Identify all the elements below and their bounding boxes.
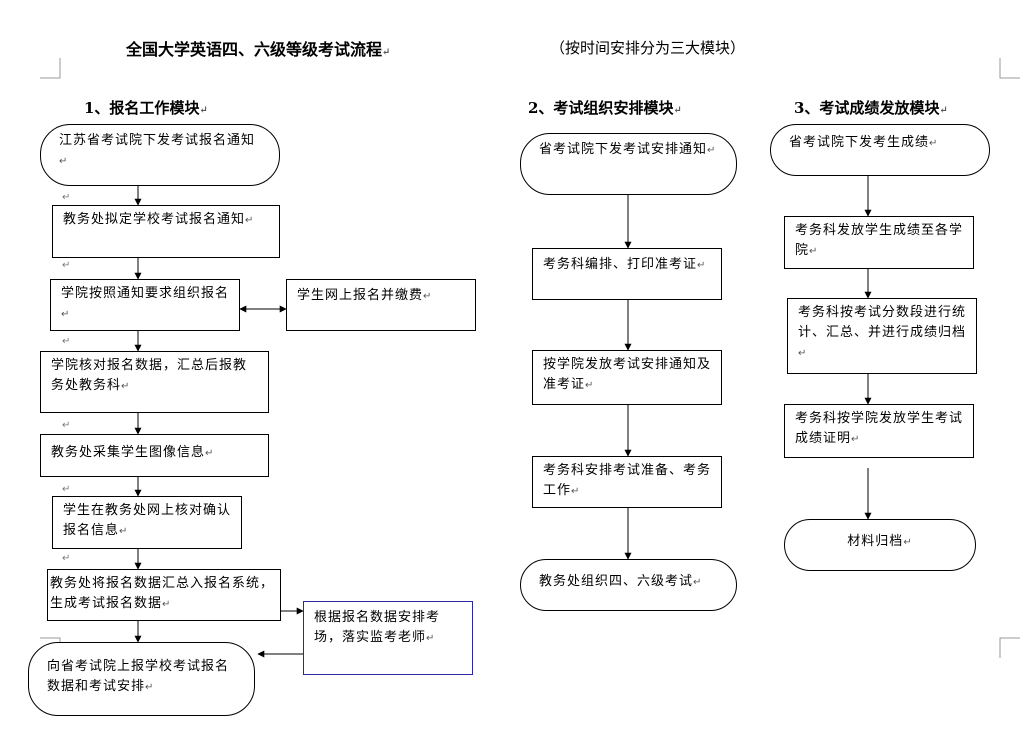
m1-step-3-text: 学院按照通知要求组织报名 — [61, 286, 230, 301]
page-title: 全国大学英语四、六级等级考试流程↵ — [126, 36, 390, 60]
paragraph-mark: ↵ — [798, 348, 808, 359]
paragraph-mark: ↵ — [939, 105, 948, 116]
stray-paragraph-mark: ↵ — [62, 484, 71, 495]
m2-step-4-text: 考务科安排考试准备、考务工作 — [543, 463, 712, 498]
crop-mark-top-left — [40, 58, 61, 79]
m3-step-2-text: 考务科发放学生成绩至各学院 — [795, 223, 964, 258]
paragraph-mark: ↵ — [59, 156, 69, 167]
m1-step-4-box: 学院核对报名数据，汇总后报教务处教务科↵ — [40, 351, 269, 413]
paragraph-mark: ↵ — [205, 448, 215, 459]
paragraph-mark: ↵ — [162, 599, 172, 610]
m1-side-step-1-text: 学生网上报名并缴费 — [297, 288, 424, 303]
m1-step-5-box: 教务处采集学生图像信息↵ — [40, 434, 269, 477]
stray-paragraph-mark: ↵ — [62, 420, 71, 431]
paragraph-mark: ↵ — [245, 215, 255, 226]
m1-step-8-text: 向省考试院上报学校考试报名数据和考试安排 — [47, 659, 230, 694]
m1-side-step-2-box: 根据报名数据安排考场，落实监考老师↵ — [303, 601, 473, 675]
m2-step-5-text: 教务处组织四、六级考试 — [539, 574, 694, 589]
paragraph-mark: ↵ — [707, 145, 717, 156]
crop-mark-top-right — [999, 58, 1020, 79]
paragraph-mark: ↵ — [426, 633, 436, 644]
paragraph-mark: ↵ — [571, 486, 581, 497]
m1-side-step-2-text: 根据报名数据安排考场，落实监考老师 — [314, 610, 441, 645]
paragraph-mark: ↵ — [585, 380, 595, 391]
m1-step-6-box: 学生在教务处网上核对确认报名信息↵ — [52, 496, 242, 549]
paragraph-mark: ↵ — [119, 526, 129, 537]
crop-mark-bottom-right — [999, 637, 1020, 658]
m1-step-3-box: 学院按照通知要求组织报名 ↵ — [50, 279, 240, 331]
module-3-heading-text: 3、考试成绩发放模块 — [794, 99, 940, 117]
m1-step-7-box: 教务处将报名数据汇总入报名系统，生成考试报名数据↵ — [47, 569, 281, 621]
m2-step-4-box: 考务科安排考试准备、考务工作↵ — [532, 456, 722, 508]
m2-step-3-text: 按学院发放考试安排通知及准考证 — [543, 357, 712, 392]
stray-paragraph-mark: ↵ — [62, 260, 71, 271]
m3-step-1-oval: 省考试院下发考生成绩↵ — [770, 124, 990, 176]
paragraph-mark: ↵ — [929, 138, 939, 149]
m3-step-5-text: 材料归档 — [847, 534, 904, 549]
page-title-text: 全国大学英语四、六级等级考试流程 — [126, 40, 383, 59]
paragraph-mark: ↵ — [145, 682, 155, 693]
paragraph-mark: ↵ — [121, 381, 131, 392]
m2-step-1-text: 省考试院下发考试安排通知 — [539, 142, 708, 157]
m2-step-2-text: 考务科编排、打印准考证 — [543, 257, 698, 272]
m3-step-3-box: 考务科按考试分数段进行统计、汇总、并进行成绩归档 ↵ — [787, 298, 977, 374]
stray-paragraph-mark: ↵ — [62, 336, 71, 347]
paragraph-mark: ↵ — [851, 434, 861, 445]
m3-step-1-text: 省考试院下发考生成绩 — [789, 135, 930, 150]
module-2-heading: 2、考试组织安排模块↵ — [528, 97, 682, 118]
module-1-heading: 1、报名工作模块↵ — [84, 97, 208, 118]
m1-side-step-1-box: 学生网上报名并缴费↵ — [286, 279, 476, 331]
m3-step-2-box: 考务科发放学生成绩至各学院↵ — [784, 216, 974, 269]
m2-step-5-oval: 教务处组织四、六级考试↵ — [520, 559, 737, 611]
m3-step-4-text: 考务科按学院发放学生考试成绩证明 — [795, 411, 964, 446]
paragraph-mark: ↵ — [382, 47, 391, 58]
m1-step-6-text: 学生在教务处网上核对确认报名信息 — [63, 503, 232, 538]
module-3-heading: 3、考试成绩发放模块↵ — [794, 97, 948, 118]
paragraph-mark: ↵ — [673, 105, 682, 116]
m3-step-4-box: 考务科按学院发放学生考试成绩证明↵ — [784, 404, 974, 458]
m1-step-2-box: 教务处拟定学校考试报名通知↵ — [52, 205, 280, 258]
stray-paragraph-mark: ↵ — [62, 192, 71, 203]
page-subtitle: （按时间安排分为三大模块） — [550, 39, 746, 57]
paragraph-mark: ↵ — [697, 260, 707, 271]
m1-step-2-text: 教务处拟定学校考试报名通知 — [63, 212, 246, 227]
paragraph-mark: ↵ — [693, 577, 703, 588]
paragraph-mark: ↵ — [809, 246, 819, 257]
paragraph-mark: ↵ — [903, 537, 913, 548]
paragraph-mark: ↵ — [199, 105, 208, 116]
m1-step-1-oval: 江苏省考试院下发考试报名通知 ↵ — [40, 124, 280, 186]
module-2-heading-text: 2、考试组织安排模块 — [528, 99, 674, 117]
module-1-heading-text: 1、报名工作模块 — [84, 99, 200, 117]
m1-step-1-text: 江苏省考试院下发考试报名通知 — [59, 133, 256, 148]
m3-step-5-oval: 材料归档↵ — [784, 519, 976, 571]
m1-step-5-text: 教务处采集学生图像信息 — [51, 445, 206, 460]
stray-paragraph-mark: ↵ — [62, 553, 71, 564]
paragraph-mark: ↵ — [423, 291, 433, 302]
m1-step-7-text: 教务处将报名数据汇总入报名系统，生成考试报名数据 — [50, 576, 275, 611]
m3-step-3-text: 考务科按考试分数段进行统计、汇总、并进行成绩归档 — [798, 305, 967, 340]
m1-step-4-text: 学院核对报名数据，汇总后报教务处教务科 — [51, 358, 248, 393]
m2-step-1-oval: 省考试院下发考试安排通知↵ — [520, 133, 737, 195]
m2-step-2-box: 考务科编排、打印准考证↵ — [532, 248, 722, 300]
paragraph-mark: ↵ — [61, 309, 71, 320]
m2-step-3-box: 按学院发放考试安排通知及准考证↵ — [532, 350, 722, 405]
m1-step-8-oval: 向省考试院上报学校考试报名数据和考试安排↵ — [28, 642, 255, 716]
